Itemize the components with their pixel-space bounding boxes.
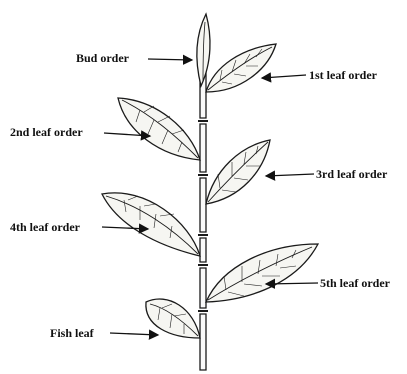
leaf-4: [102, 193, 200, 256]
label-2nd-leaf-order: 2nd leaf order: [10, 125, 83, 139]
label-fish-leaf: Fish leaf: [50, 326, 94, 340]
leaf-5: [206, 244, 318, 302]
leaf-3: [206, 140, 270, 204]
label-5th-leaf-order: 5th leaf order: [320, 276, 390, 290]
bud-arrow: [148, 59, 192, 60]
label-4th-leaf-order: 4th leaf order: [10, 220, 80, 234]
leaf-2: [118, 98, 200, 160]
leaf-1: [206, 44, 276, 92]
leaf3-arrow: [266, 174, 314, 176]
fish-arrow: [110, 333, 158, 335]
label-3rd-leaf-order: 3rd leaf order: [316, 167, 387, 181]
label-1st-leaf-order: 1st leaf order: [309, 68, 377, 82]
leaf1-arrow: [262, 75, 306, 78]
bud-shape: [197, 14, 210, 86]
stem: [200, 60, 206, 370]
fish-leaf: [146, 299, 200, 338]
label-bud-order: Bud order: [76, 51, 129, 65]
